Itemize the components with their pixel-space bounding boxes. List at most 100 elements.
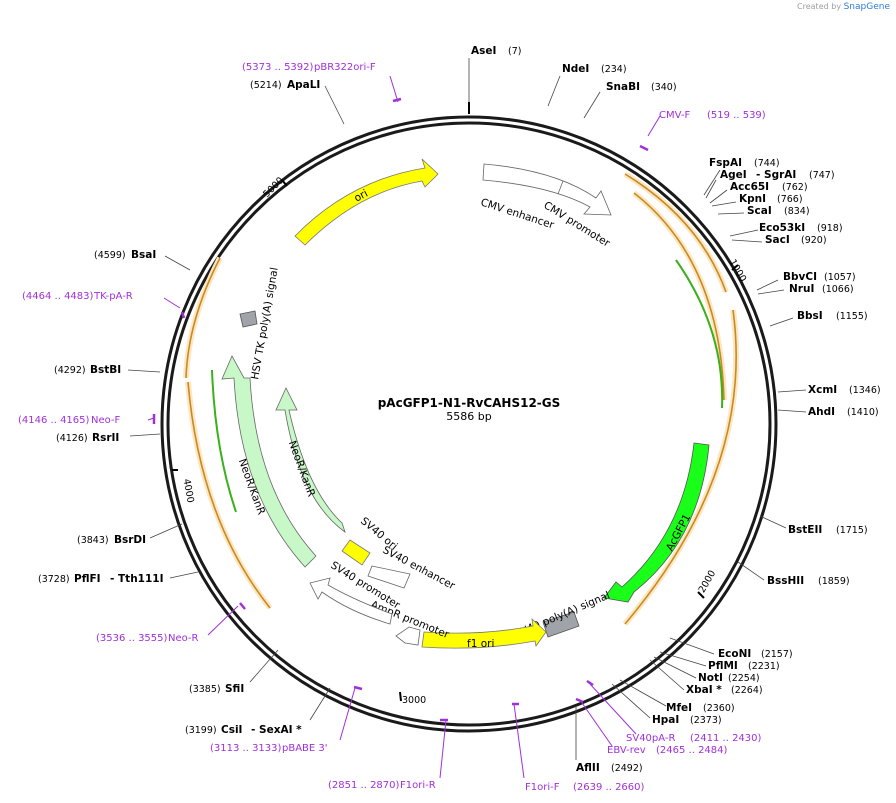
enzyme-position: (834) [784,206,810,217]
primer-range: (2851 .. 2870) [328,780,400,791]
plasmid-name: pAcGFP1-N1-RvCAHS12-GS [378,396,561,410]
enzyme-position: (5214) [250,80,282,91]
primer-label: pBABE 3' [282,743,328,754]
enzyme-label: BbvCI [783,271,817,283]
enzyme-position: (234) [601,64,627,75]
ampr-promoter-feature[interactable] [395,626,421,646]
cmv-feature[interactable] [482,163,612,216]
enzyme-label: BsrDI [114,534,146,546]
orf-arc-3 [624,309,737,625]
enzyme-position: (1155) [836,311,868,322]
enzyme-label: Eco53kI [759,222,805,234]
primer-range: (4464 .. 4483) [22,291,94,302]
primer-label: Neo-R [168,633,199,644]
primer-range: (2639 .. 2660) [573,782,645,793]
enzyme-label: - SgrAI [756,169,796,181]
orf-arc-green-2 [211,369,237,513]
tick-mark-2000 [697,591,705,599]
enzyme-label: PflMI [708,660,738,672]
enzyme-position: (920) [801,235,827,246]
primer-label: CMV-F [659,110,690,121]
tick-label-4000: 4000 [181,478,196,504]
acgfp1-feature[interactable] [603,442,710,603]
sv40-promoter-feature[interactable] [309,577,393,625]
enzyme-label: SnaBI [606,81,640,93]
orf-arc-green-1 [675,259,724,409]
cmv-enhancer-label: CMV enhancer [479,196,556,231]
enzyme-position: (918) [817,223,843,234]
enzyme-position: (1859) [818,576,850,587]
neokanr-inner-feature[interactable] [275,387,346,534]
sv40-enhancer-feature[interactable] [367,565,411,589]
f1-ori-feature[interactable] [421,617,547,649]
enzyme-position: (3728) [38,574,70,585]
neokanr-outer-feature[interactable] [221,355,317,568]
brand-name: SnapGene [843,2,890,12]
snapgene-brand: Created by SnapGene [797,2,890,12]
enzyme-label: ApaLI [287,79,320,91]
enzyme-label: PflFI [74,573,101,585]
orf-arc-2-halo [632,190,727,401]
enzyme-position: (1346) [849,385,881,396]
brand-prefix: Created by [797,2,842,11]
primer-label: SV40pA-R [626,733,675,744]
ori-feature[interactable] [294,158,439,246]
primer-range: (2411 .. 2430) [690,733,762,744]
tick-label-2000: 2000 [697,568,719,594]
enzyme-position: (4126) [56,433,88,444]
ori-label: ori [352,188,370,205]
tick-mark-5000 [281,179,288,187]
backbone-inner [166,121,772,727]
sv40-ori-label: SV40 ori [358,515,400,553]
enzyme-position: (4292) [54,365,86,376]
primer-label: pBR322ori-F [314,62,376,73]
enzyme-position: (4599) [94,250,126,261]
enzyme-label: FspAI [709,157,742,169]
neokanr-inner-label: NeoR/KanR [286,439,317,498]
orf-arc-1 [624,173,727,293]
primer-leaders [147,75,661,779]
primer-label: TK-pA-R [93,291,133,302]
primer-range: (3113 .. 3133) [210,743,282,754]
enzyme-position: (744) [754,158,780,169]
tick-mark-1000 [731,264,739,271]
orf-arc-5 [187,381,271,609]
enzyme-label: HpaI [652,714,679,726]
sv40-ori-feature[interactable] [341,539,371,566]
orf-arc-2 [633,192,725,401]
tick-mark-3000 [399,691,402,702]
enzyme-label: BstBI [90,364,121,376]
hsv-tk-polya-feature[interactable] [239,310,258,328]
enzyme-label: BbsI [797,310,823,322]
enzyme-position: (766) [777,194,803,205]
enzyme-position: (2157) [761,649,793,660]
enzyme-label: AflII [576,762,600,774]
f1-ori-label: f1 ori [467,638,494,650]
enzyme-label: ScaI [747,205,772,217]
enzyme-position: (2254) [728,673,760,684]
enzyme-label: CsiI [221,724,242,736]
cmv-divider [557,180,564,195]
enzyme-position: (2360) [703,703,735,714]
primer-label: EBV-rev [607,745,646,756]
enzyme-position: (3843) [77,535,109,546]
enzyme-label: XbaI * [686,684,722,696]
enzyme-position: (3199) [185,725,217,736]
enzyme-position: (1066) [822,284,854,295]
enzyme-position: (1410) [847,407,879,418]
backbone-outer [160,115,778,733]
enzyme-position: (747) [809,170,835,181]
enzyme-leaders [127,58,807,760]
enzyme-label: - Tth111I [110,573,164,585]
enzyme-position: (3385) [189,684,221,695]
enzyme-position: (1715) [836,525,868,536]
enzyme-label: SacI [765,234,790,246]
enzyme-position: (7) [508,46,521,57]
enzyme-label: EcoNI [718,648,751,660]
enzyme-label: KpnI [739,193,766,205]
primer-range: (5373 .. 5392) [242,62,314,73]
enzyme-label: RsrII [92,432,119,444]
enzyme-label: AhdI [808,406,835,418]
enzyme-label: NruI [789,283,814,295]
